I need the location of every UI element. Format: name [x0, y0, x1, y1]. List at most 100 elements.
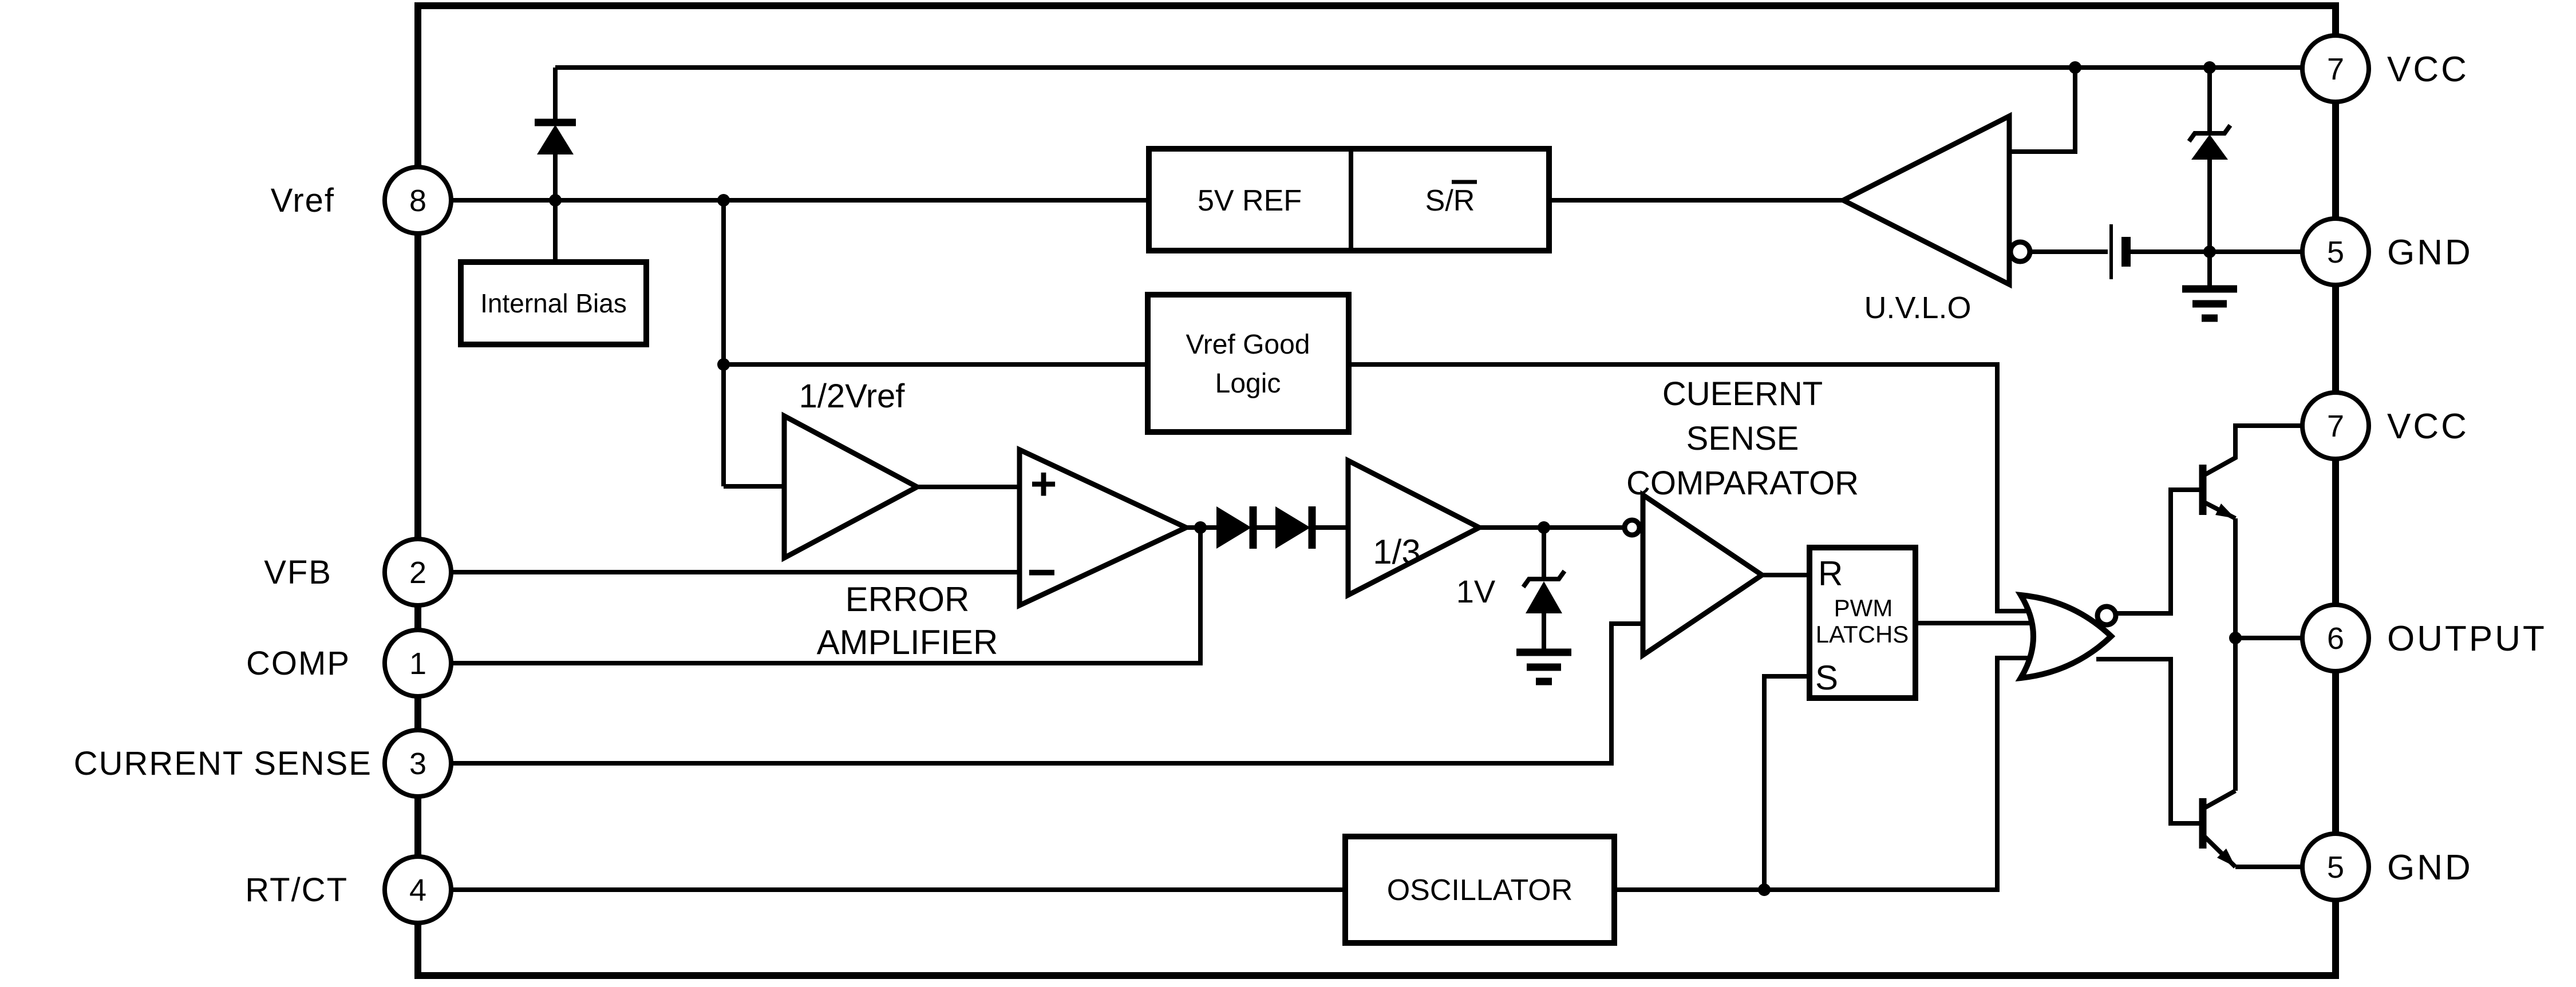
oscillator-label: OSCILLATOR [1387, 874, 1573, 907]
pin-7-vcc-top: 7 VCC [2300, 33, 2469, 104]
uvlo-output-bubble-icon [2008, 239, 2033, 264]
pin-number: 6 [2327, 621, 2344, 656]
nor-gate-bubble-icon [2095, 604, 2119, 628]
pin-number: 3 [409, 747, 426, 781]
pin-circle [2300, 216, 2371, 287]
wire-gate-to-bottom-base [2096, 657, 2199, 826]
oscillator-box [1342, 834, 1617, 946]
ref-5v-label: 5V REF [1198, 184, 1302, 217]
pin-number: 7 [2327, 52, 2344, 86]
pin-circle [382, 728, 453, 799]
wire-oscillator-to-s [1762, 674, 1809, 890]
one-third-label: 1/3 [1373, 533, 1420, 571]
junction-dot [1538, 521, 1550, 534]
pin-label: COMP [246, 645, 350, 682]
zener-vcc-bar [2187, 124, 2233, 143]
pin-label: OUTPUT [2387, 619, 2547, 659]
junction-dot [1194, 521, 1207, 534]
ground-uvlo-icon [2182, 285, 2237, 322]
wire-comp-feedback [451, 528, 1203, 665]
pin-label: RT/CT [245, 871, 348, 909]
internal-bias-box [458, 259, 649, 347]
half-vref-label: 1/2Vref [799, 378, 906, 415]
pin-label: CURRENT SENSE [74, 745, 372, 782]
one-volt-label: 1V [1456, 573, 1496, 609]
vref-good-label-line1: Vref Good [1186, 330, 1310, 360]
junction-dot [549, 194, 562, 207]
pin-1-comp: 1 COMP [246, 628, 453, 699]
pin-6-output: 6 OUTPUT [2300, 602, 2547, 673]
wire-vref-good-to-gate [1349, 362, 2033, 613]
uvlo-label: U.V.L.O [1864, 291, 1971, 325]
comparator-label-line3: COMPARATOR [1626, 465, 1859, 502]
nor-gate-icon [2015, 592, 2116, 682]
wire-bottom-collector [2203, 788, 2237, 810]
error-amp-minus-label: − [1027, 544, 1056, 600]
pin-number: 7 [2327, 409, 2344, 443]
pin-7-vcc-mid: 7 VCC [2300, 390, 2469, 461]
pin-circle [2300, 602, 2371, 673]
pin-label: VCC [2387, 50, 2469, 89]
latch-latchs-label: LATCHS [1816, 621, 1909, 648]
zener-vcc-icon [2191, 134, 2228, 160]
junction-dot [2229, 632, 2242, 644]
error-amplifier-icon [1017, 445, 1192, 610]
pin-5-gnd-top: 5 GND [2300, 216, 2473, 287]
uvlo-comparator-icon [1838, 112, 2012, 289]
pin-circle [2300, 390, 2371, 461]
latch-pwm-label: PWM [1834, 594, 1893, 621]
wire-top-collector [2203, 423, 2302, 477]
pin-circle [2300, 33, 2371, 104]
comparator-label-line1: CUEERNT [1662, 375, 1823, 413]
wire-oscillator-to-gate [1614, 656, 2033, 892]
latch-s-label: S [1815, 659, 1838, 697]
pin-circle [382, 854, 453, 925]
junction-dot [717, 358, 730, 371]
pin-circle [382, 165, 453, 236]
diode2-icon [1275, 506, 1310, 549]
pin-3-current-sense: 3 CURRENT SENSE [74, 728, 453, 799]
latch-r-label: R [1818, 554, 1843, 593]
top-emitter-arrow-icon [2215, 504, 2235, 518]
pin-circle [2300, 831, 2371, 902]
comparator-invert-bubble-icon [1622, 517, 1642, 538]
sr-label: S/R [1425, 184, 1475, 217]
bottom-emitter-arrow-icon [2217, 849, 2235, 867]
output-transistors [2199, 465, 2235, 867]
pin-label: GND [2387, 848, 2473, 887]
junction-dot [2203, 61, 2216, 74]
wire-current-sense [451, 621, 1643, 766]
half-vref-buffer-icon [781, 411, 923, 562]
pin-number: 5 [2327, 235, 2344, 269]
pin-number: 1 [409, 647, 426, 681]
pin-number: 4 [409, 873, 426, 907]
pin-label: VCC [2387, 407, 2469, 446]
internal-bias-label: Internal Bias [480, 288, 627, 318]
pin-label: GND [2387, 233, 2473, 272]
junction-dots [549, 61, 2242, 896]
zener-1v-icon [1526, 581, 1562, 613]
one-third-gain-icon [1345, 456, 1485, 600]
pin-number: 5 [2327, 850, 2344, 885]
wire-uvlo-to-vcc [2009, 68, 2077, 154]
pin-label: VFB [264, 554, 332, 591]
wire-gate-to-top-base [2116, 487, 2199, 616]
chip-outline [414, 2, 2339, 979]
pin-5-gnd-bottom: 5 GND [2300, 831, 2473, 902]
pin-circle [382, 628, 453, 699]
diode1-icon [1216, 506, 1251, 549]
junction-dot [717, 194, 730, 207]
error-amp-label-line2: AMPLIFIER [817, 623, 998, 661]
pin-4-rtct: 4 RT/CT [245, 854, 453, 925]
pwm-latch-box [1807, 545, 1918, 701]
vref-good-logic-box [1145, 292, 1352, 435]
pin-label: Vref [271, 182, 335, 219]
junction-dot [1758, 883, 1771, 896]
error-amp-plus-label: + [1030, 458, 1057, 509]
ground-1v-icon [1516, 648, 1571, 685]
junction-dot [2203, 245, 2216, 258]
junction-dot [2069, 61, 2081, 74]
discrete-symbols [535, 118, 2237, 685]
pin-number: 2 [409, 556, 426, 590]
